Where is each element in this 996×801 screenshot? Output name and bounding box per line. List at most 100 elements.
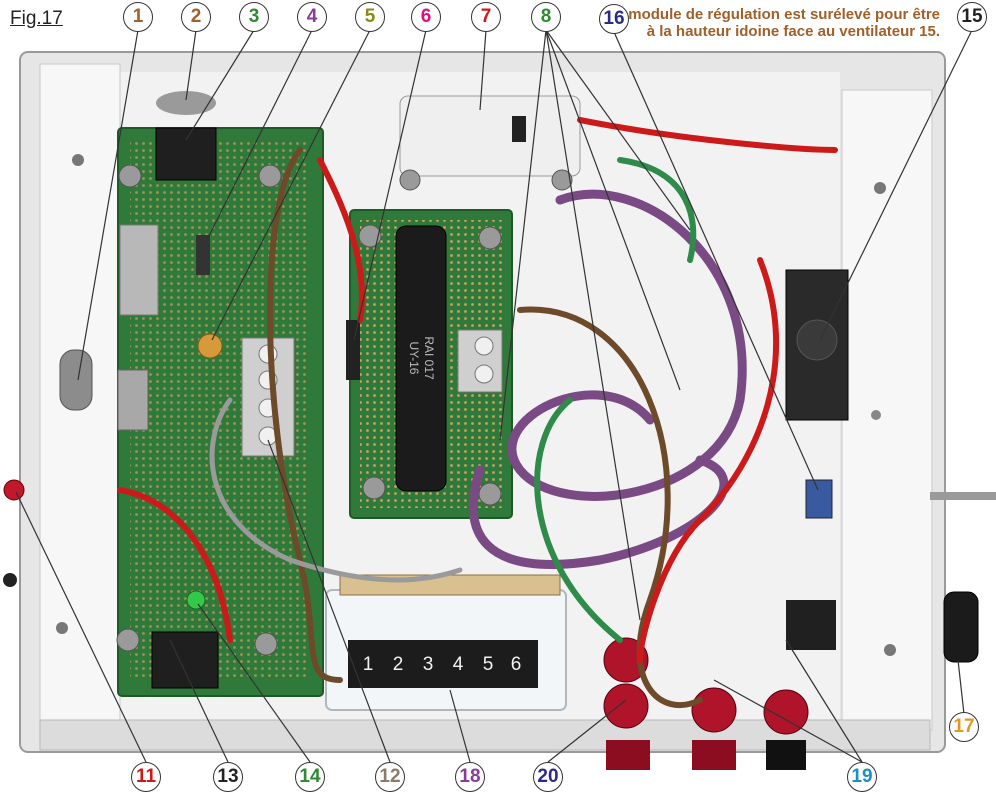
header-pins	[346, 320, 360, 380]
leader-line	[15, 491, 147, 763]
callout-number: 6	[420, 6, 432, 27]
wiring	[117, 117, 838, 708]
leader-line	[211, 29, 371, 341]
socket-body-front	[606, 740, 650, 770]
standoff-nut	[362, 476, 386, 500]
callout-7: 7	[471, 2, 501, 32]
callout-number: 1	[132, 6, 144, 27]
callout-5: 5	[355, 2, 385, 32]
meter-scale-band	[348, 640, 538, 688]
side-jack-black	[3, 573, 17, 587]
meter-scale-label: 6	[511, 654, 522, 675]
leader-line	[613, 31, 819, 491]
callout-1: 1	[123, 2, 153, 32]
callout-number: 5	[364, 6, 376, 27]
wire-green	[617, 157, 697, 263]
leader-line	[547, 699, 627, 763]
standoff-nut	[258, 164, 282, 188]
vent-hole	[156, 91, 216, 115]
leader-line	[957, 659, 965, 715]
leader-line	[77, 29, 139, 381]
side-rod	[930, 492, 996, 500]
dc-jack	[786, 600, 836, 650]
meter-scale-label: 1	[363, 654, 374, 675]
banana-socket[interactable]	[603, 683, 649, 729]
callout-number: 4	[306, 6, 318, 27]
callout-number: 13	[217, 766, 239, 787]
callout-20: 20	[533, 762, 563, 792]
resistor-marking-1: RAI 017	[422, 336, 436, 380]
leader-line	[185, 29, 255, 141]
switch-nut	[399, 169, 421, 191]
callout-14: 14	[295, 762, 325, 792]
leader-line	[819, 29, 973, 341]
banana-socket[interactable]	[691, 687, 737, 733]
standoff-nut	[116, 628, 140, 652]
control-knob[interactable]	[943, 591, 979, 663]
callout-19: 19	[847, 762, 877, 792]
leader-line	[713, 679, 863, 763]
rail-screw	[871, 410, 881, 420]
callout-16: 16	[599, 4, 629, 34]
standoff-nut	[118, 164, 142, 188]
callout-15: 15	[957, 2, 987, 32]
trimmer-potentiometer	[197, 333, 223, 359]
leader-line	[545, 29, 681, 391]
callout-number: 15	[961, 6, 983, 27]
rail-screw	[884, 644, 896, 656]
wire-red	[577, 117, 838, 153]
switch-contact	[512, 116, 526, 142]
leader-line	[449, 689, 471, 763]
socket-body-front	[766, 740, 806, 770]
callout-12: 12	[375, 762, 405, 792]
callout-6: 6	[411, 2, 441, 32]
leader-line	[197, 603, 311, 763]
callout-number: 3	[248, 6, 260, 27]
leader-lines	[15, 29, 973, 763]
banana-socket[interactable]	[763, 689, 809, 735]
rail-screw	[56, 622, 68, 634]
wire-brown	[517, 306, 703, 708]
heatsink-plate	[117, 369, 149, 431]
standoff-nut	[478, 482, 502, 506]
meter-scale-labels: 1 2 3 4 5 6	[363, 654, 522, 675]
rail-screw	[72, 154, 84, 166]
callout-8: 8	[531, 2, 561, 32]
terminal-screw	[474, 364, 494, 384]
wire-red	[117, 487, 233, 643]
callout-number: 18	[459, 766, 481, 787]
leader-line	[267, 439, 391, 763]
resistor-marking-2: UY-16	[407, 342, 421, 375]
wire-red	[637, 257, 780, 663]
transistor-array	[196, 235, 210, 275]
wire-green	[534, 397, 623, 643]
leader-line	[201, 29, 313, 251]
figure-title: Fig.17	[10, 8, 63, 29]
callout-number: 19	[851, 766, 873, 787]
socket-body-front	[692, 740, 736, 770]
meter-scale-label: 2	[393, 654, 404, 675]
leader-line	[353, 29, 427, 341]
meter-scale-label: 3	[423, 654, 434, 675]
callout-18: 18	[455, 762, 485, 792]
thermal-sensor	[805, 479, 833, 519]
callout-number: 8	[540, 6, 552, 27]
heatsink-plate	[119, 224, 159, 316]
regulator-ic-top	[155, 127, 217, 181]
callout-4: 4	[297, 2, 327, 32]
callout-number: 14	[299, 766, 321, 787]
right-side-rail	[841, 89, 933, 731]
callout-2: 2	[181, 2, 211, 32]
leader-line	[545, 29, 691, 231]
callout-number: 2	[190, 6, 202, 27]
leader-line	[479, 29, 487, 111]
regulator-ic-bottom	[151, 631, 219, 689]
caption-reference: 15.	[919, 23, 940, 40]
thermostat-switch	[399, 95, 581, 177]
callout-number: 20	[537, 766, 559, 787]
status-led	[186, 590, 206, 610]
callout-11: 11	[131, 762, 161, 792]
leader-line	[169, 639, 229, 763]
